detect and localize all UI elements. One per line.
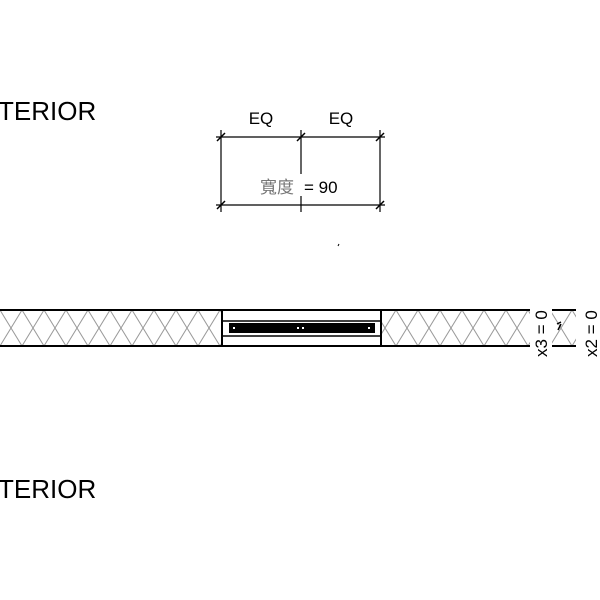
eq-left-label[interactable]: EQ [249, 109, 274, 128]
dimension-eq[interactable] [216, 130, 385, 212]
width-param-name[interactable]: 寬度 [260, 178, 294, 197]
x3-parameter[interactable]: x3 = 0 [532, 310, 551, 357]
wall[interactable] [0, 309, 530, 347]
eq-right-label[interactable]: EQ [329, 109, 354, 128]
width-param-value[interactable]: = 90 [304, 178, 338, 197]
interior-label: TERIOR [0, 474, 96, 504]
right-wall-stub[interactable] [552, 309, 576, 347]
reference-mark [337, 243, 340, 247]
width-label-bg [258, 174, 344, 196]
x2-parameter[interactable]: x2 = 0 [582, 310, 600, 357]
window-frame[interactable] [221, 310, 382, 346]
exterior-label: TERIOR [0, 96, 96, 126]
